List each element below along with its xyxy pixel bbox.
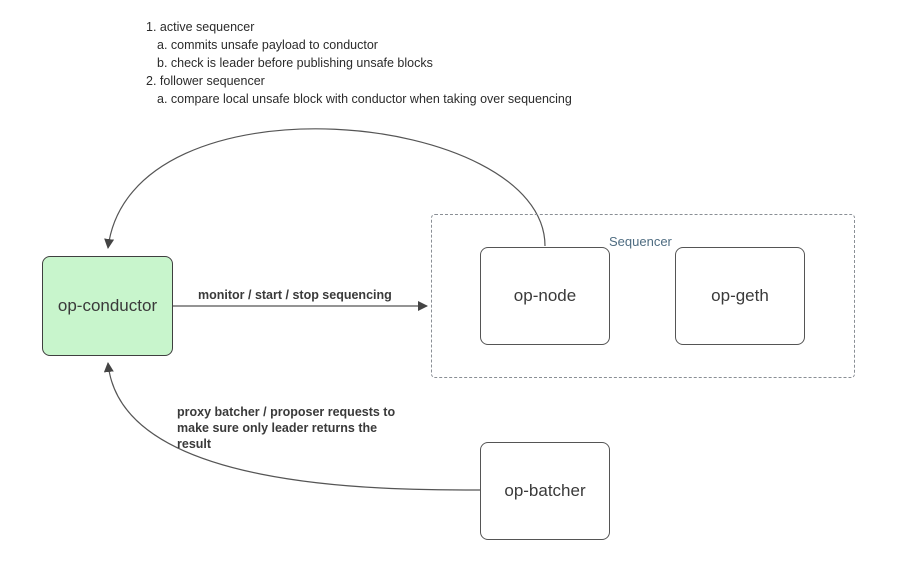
note-item: b. check is leader before publishing uns… <box>157 56 433 70</box>
sequencer-group-label: Sequencer <box>609 234 672 249</box>
op-node-label: op-node <box>513 286 577 305</box>
edge-label-monitor: monitor / start / stop sequencing <box>198 288 392 302</box>
sequencer-group <box>431 214 855 378</box>
op-batcher-node[interactable]: op-batcher <box>480 442 610 540</box>
note-item: a. commits unsafe payload to conductor <box>157 38 378 52</box>
op-batcher-label: op-batcher <box>504 481 586 500</box>
edge-label-proxy-line: make sure only leader returns the <box>177 421 378 435</box>
note-item: 2. follower sequencer <box>146 74 265 88</box>
op-geth-node[interactable]: op-geth <box>675 247 805 345</box>
notes-list: 1. active sequencer a. commits unsafe pa… <box>0 0 897 110</box>
op-node-node[interactable]: op-node <box>480 247 610 345</box>
op-conductor-node[interactable]: op-conductor <box>42 256 173 356</box>
edge-label-proxy-line: proxy batcher / proposer requests to <box>177 405 396 419</box>
edge-label-proxy-line: result <box>177 437 212 451</box>
arrow-batcher-to-conductor <box>103 362 481 491</box>
edge-label-proxy: proxy batcher / proposer requests to mak… <box>177 404 437 452</box>
note-item: 1. active sequencer <box>146 20 255 34</box>
op-geth-label: op-geth <box>711 286 769 305</box>
arrow-node-to-conductor <box>104 128 546 249</box>
op-conductor-label: op-conductor <box>57 296 158 315</box>
note-item: a. compare local unsafe block with condu… <box>157 92 572 106</box>
